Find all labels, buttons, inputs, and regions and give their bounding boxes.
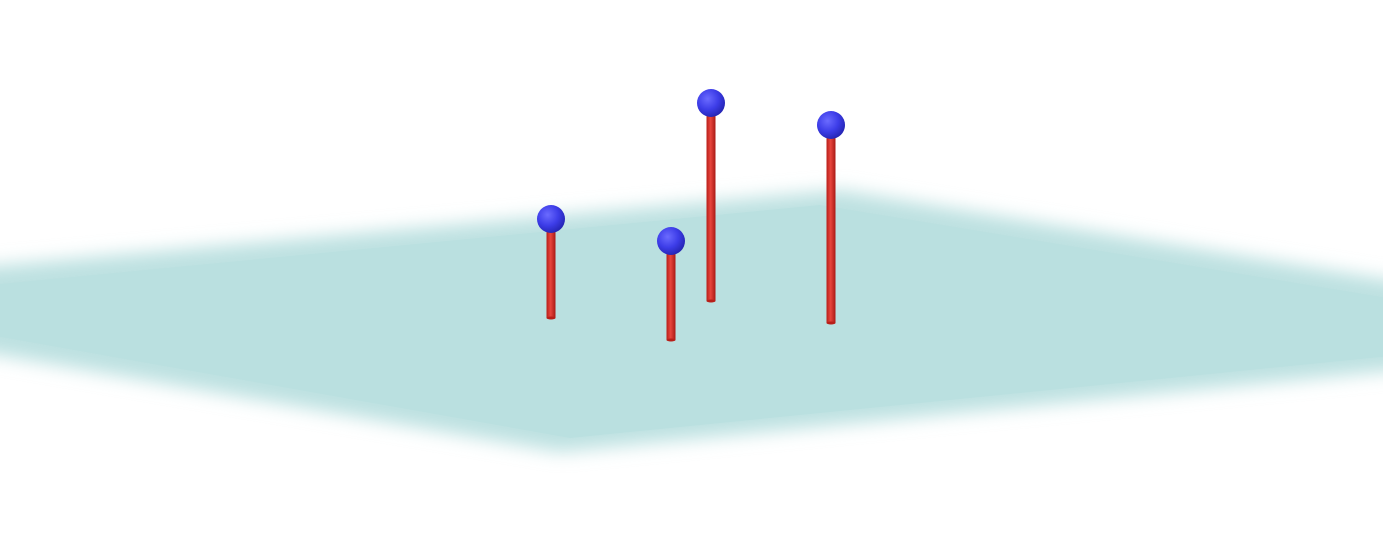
- pin-4: [817, 111, 845, 325]
- pin-ball: [537, 205, 565, 233]
- pin-stem-base: [826, 321, 836, 325]
- pins-group: [537, 89, 845, 342]
- ground-plane-core: [0, 205, 1383, 438]
- pin-ball: [697, 89, 725, 117]
- pin-1: [537, 205, 565, 320]
- pin-stem: [826, 125, 836, 323]
- pin-2: [657, 227, 685, 342]
- pin-ball: [657, 227, 685, 255]
- pin-3: [697, 89, 725, 303]
- ground-plane: [0, 190, 1383, 452]
- pin-ball: [817, 111, 845, 139]
- pin-stem-base: [546, 316, 556, 320]
- pin-stem-base: [706, 299, 716, 303]
- pin-stem: [706, 103, 716, 301]
- pin-stem: [666, 241, 676, 340]
- pin-stem-base: [666, 338, 676, 342]
- pin-stem: [546, 219, 556, 318]
